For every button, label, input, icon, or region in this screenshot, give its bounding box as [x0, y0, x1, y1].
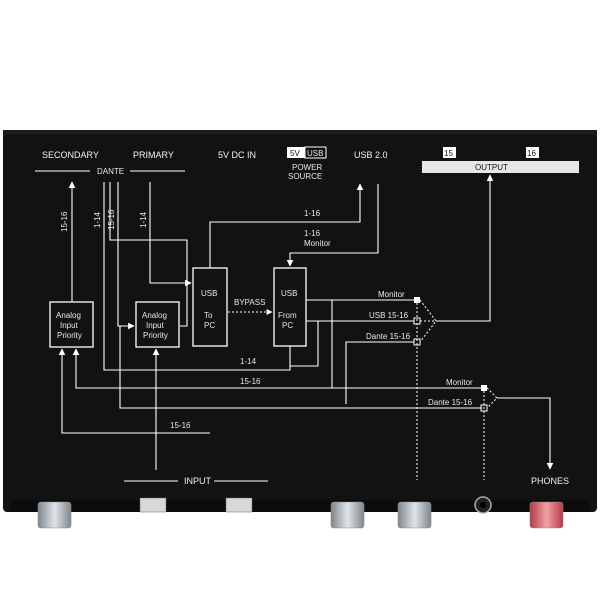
- label-secondary: SECONDARY: [42, 150, 99, 160]
- power-usb-badge: [304, 146, 327, 159]
- usb-from-pc-line1: USB: [281, 289, 297, 298]
- power-5v-text: 5V: [290, 149, 300, 158]
- sig-input-15-16: 15-16: [170, 421, 191, 430]
- analog2-to-dante: [109, 182, 188, 327]
- usb-from-pc-line2: From: [278, 311, 297, 320]
- sig-15-16-b: 15-16: [107, 209, 116, 230]
- analog1-line2: Input: [60, 321, 79, 330]
- power-usb-text: USB: [307, 149, 323, 158]
- dante-15-16-mix-line: [345, 341, 414, 404]
- ph-switch-lines: [486, 387, 498, 409]
- output-knob-15[interactable]: [330, 501, 365, 529]
- sig-15-16-a: 15-16: [60, 211, 69, 232]
- input-label: INPUT: [184, 476, 212, 486]
- panel-body: [3, 132, 597, 512]
- analog2-line2: Input: [146, 321, 165, 330]
- dante-label: DANTE: [97, 167, 124, 176]
- ph-to-phones: [497, 397, 554, 470]
- dante-15-16-to-analog2: [117, 182, 135, 330]
- input-jack-1: [139, 497, 167, 513]
- sig-1-14-b: 1-14: [139, 211, 148, 228]
- input-knob-1[interactable]: [37, 501, 72, 529]
- panel-top-rim: [3, 130, 597, 135]
- input-to-analog1: [58, 348, 156, 434]
- ch15-badge: [443, 147, 456, 158]
- ch15-text: 15: [444, 149, 453, 158]
- power-source-line1: POWER: [292, 163, 322, 172]
- sig-1-14-a: 1-14: [93, 211, 102, 228]
- phones-dante-line: [119, 326, 482, 409]
- usb-to-pc-line3: PC: [204, 321, 215, 330]
- primary-1-14-to-usb: [149, 182, 192, 287]
- output-bar: [422, 161, 579, 173]
- panel-bottom-rim: [10, 500, 590, 512]
- usb-in-to-from-pc: [286, 184, 379, 267]
- dante-1-14-down: [103, 182, 291, 371]
- label-primary: PRIMARY: [133, 150, 174, 160]
- analog2-line1: Analog: [142, 311, 167, 320]
- input-jack-2: [225, 497, 253, 513]
- ph-dante-label: Dante 15-16: [428, 398, 473, 407]
- ch16-badge: [526, 147, 539, 158]
- phones-label: PHONES: [531, 476, 569, 486]
- label-5v-dc-in: 5V DC IN: [218, 150, 256, 160]
- power-5v-badge: [287, 147, 305, 158]
- switch-node-monitor: [414, 297, 420, 303]
- output-knob-16[interactable]: [397, 501, 432, 529]
- label-usb20: USB 2.0: [354, 150, 388, 160]
- usb-to-pc-line2: To: [204, 311, 213, 320]
- analog-priority-block-2: [135, 301, 180, 348]
- phones-knob[interactable]: [529, 501, 564, 529]
- analog2-line3: Priority: [143, 331, 168, 340]
- bypass-label: BYPASS: [234, 298, 265, 307]
- power-source-line2: SOURCE: [288, 172, 322, 181]
- ch16-text: 16: [527, 149, 536, 158]
- switch-to-output: [436, 174, 494, 322]
- sig-ret-1-14: 1-14: [240, 357, 257, 366]
- usb-to-pc-line1: USB: [201, 289, 217, 298]
- phones-jack-hole: [480, 502, 486, 508]
- mix-usb-label: USB 15-16: [369, 311, 409, 320]
- switch-to-output-lines: [419, 299, 437, 343]
- ph-monitor-label: Monitor: [446, 378, 473, 387]
- output-label: OUTPUT: [475, 163, 508, 172]
- return-1-14: [290, 321, 319, 367]
- usb-from-pc-line3: PC: [282, 321, 293, 330]
- sig-to-usb: 1-16: [304, 209, 321, 218]
- ph-node-monitor: [481, 385, 487, 391]
- return-15-16: [72, 300, 333, 389]
- sig-monitor-usb-1: 1-16: [304, 229, 321, 238]
- analog1-line1: Analog: [56, 311, 81, 320]
- sig-ret-15-16: 15-16: [240, 377, 261, 386]
- analog1-line3: Priority: [57, 331, 82, 340]
- mix-dante-label: Dante 15-16: [366, 332, 411, 341]
- mix-monitor-label: Monitor: [378, 290, 405, 299]
- sig-monitor-usb-2: Monitor: [304, 239, 331, 248]
- usb-to-pc-out: [209, 183, 364, 268]
